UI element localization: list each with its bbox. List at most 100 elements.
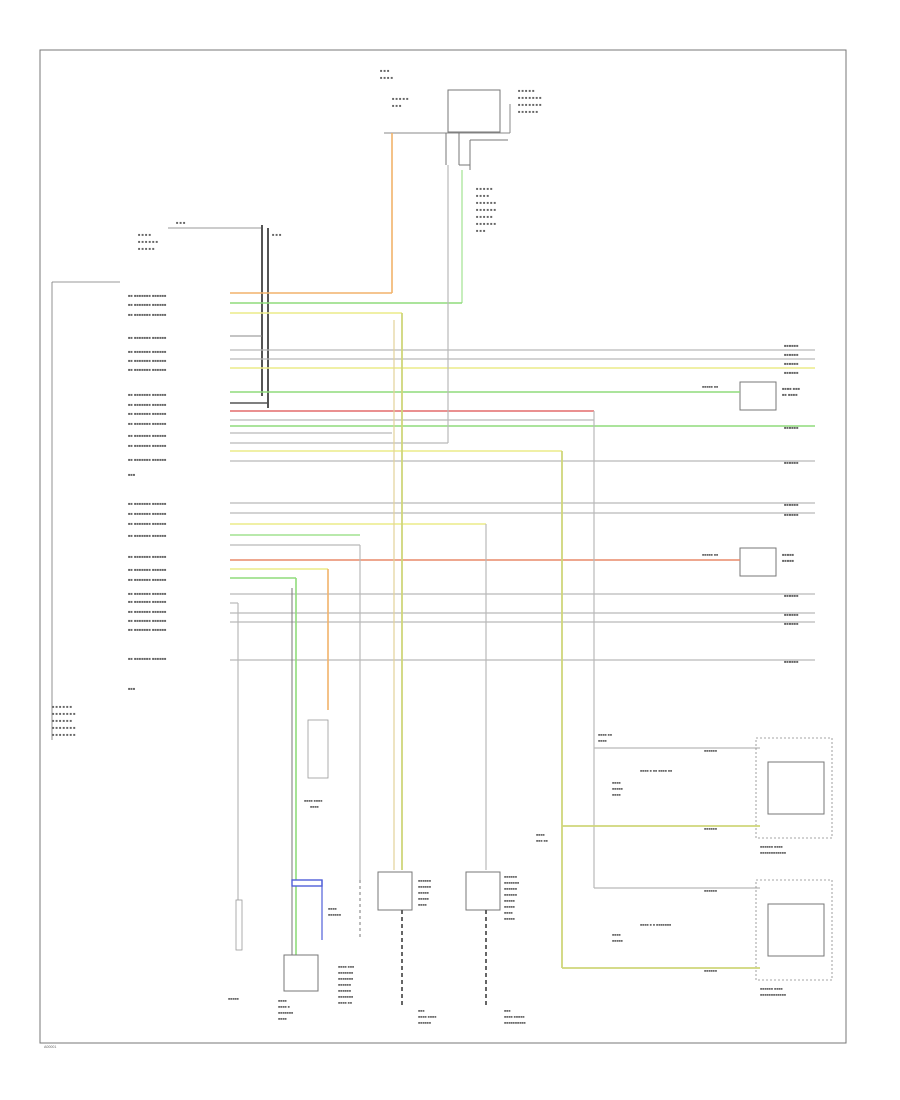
svg-text:■■■■■■: ■■■■■■ [418,885,431,889]
svg-text:■ ■ ■ ■: ■ ■ ■ ■ [476,193,490,198]
svg-text:■■■■ ■■■■: ■■■■ ■■■■ [304,799,322,803]
svg-text:■■■■ ■■■■■: ■■■■ ■■■■■ [504,1015,525,1019]
svg-text:■■■■■■ ■■■■: ■■■■■■ ■■■■ [760,845,783,849]
svg-text:■■ ■■■■■■■ ■■■■■■: ■■ ■■■■■■■ ■■■■■■ [128,609,167,614]
svg-text:■■■■■■: ■■■■■■ [704,889,717,893]
svg-text:■ ■ ■ ■ ■ ■: ■ ■ ■ ■ ■ ■ [138,239,159,244]
svg-text:■ ■ ■ ■: ■ ■ ■ ■ [380,75,394,80]
svg-text:■■■■■■: ■■■■■■ [784,361,799,366]
svg-text:■■ ■■■■■■■ ■■■■■■: ■■ ■■■■■■■ ■■■■■■ [128,618,167,623]
svg-text:■■ ■■■■■■■ ■■■■■■: ■■ ■■■■■■■ ■■■■■■ [128,521,167,526]
svg-text:■■ ■■■■■■■ ■■■■■■: ■■ ■■■■■■■ ■■■■■■ [128,367,167,372]
svg-text:■■■■■■: ■■■■■■ [418,1021,431,1025]
right-assembly-upper: ■■■■ ■■ ■■■■ ■■■■■■ ■■■■ ■ ■■ ■■■■ ■■ ■■… [536,733,833,855]
svg-text:■■■■■: ■■■■■ [612,787,623,791]
svg-text:■■■■■■■■■■: ■■■■■■■■■■ [504,1021,526,1025]
svg-text:■■■■■: ■■■■■ [782,558,795,563]
svg-text:■■■■■■■■■■■■: ■■■■■■■■■■■■ [760,851,786,855]
right-module-1: ■■■■■ ■■ ■■■■ ■■■■■ ■■■■ [700,381,801,411]
svg-text:■■■■■■: ■■■■■■ [784,612,799,617]
svg-text:■■■ ■■: ■■■ ■■ [536,839,548,843]
svg-text:■■■■: ■■■■ [328,907,337,911]
svg-text:■■■■: ■■■■ [598,739,607,743]
svg-text:■■ ■■■■■■■ ■■■■■■: ■■ ■■■■■■■ ■■■■■■ [128,567,167,572]
svg-text:■■ ■■■■■■■ ■■■■■■: ■■ ■■■■■■■ ■■■■■■ [128,577,167,582]
svg-text:■■■■■: ■■■■■ [504,917,515,921]
svg-text:■■■■■■■■■■■■: ■■■■■■■■■■■■ [760,993,786,997]
svg-text:■■■■■■: ■■■■■■ [784,370,799,375]
svg-text:■■■■■ ■■: ■■■■■ ■■ [702,385,718,389]
svg-text:■■ ■■■■■■■ ■■■■■■: ■■ ■■■■■■■ ■■■■■■ [128,411,167,416]
svg-text:■ ■ ■ ■ ■ ■: ■ ■ ■ ■ ■ ■ [52,704,73,709]
svg-text:■■ ■■■■■■■ ■■■■■■: ■■ ■■■■■■■ ■■■■■■ [128,656,167,661]
svg-text:■ ■ ■ ■ ■ ■: ■ ■ ■ ■ ■ ■ [476,207,497,212]
svg-text:■ ■ ■: ■ ■ ■ [380,68,390,73]
bottom-left-connector: ■■■■■ [228,899,243,1001]
svg-text:■■ ■■■■■■■ ■■■■■■: ■■ ■■■■■■■ ■■■■■■ [128,511,167,516]
svg-text:■■■■■■■: ■■■■■■■ [504,881,519,885]
svg-text:■■■■■ ■■: ■■■■■ ■■ [702,553,718,557]
svg-text:■■■: ■■■ [128,686,136,691]
svg-text:■■■■■: ■■■■■ [782,552,795,557]
svg-text:■■■■■■■: ■■■■■■■ [278,1011,293,1015]
svg-text:■■ ■■■■■■■ ■■■■■■: ■■ ■■■■■■■ ■■■■■■ [128,349,167,354]
svg-text:■■■■■■: ■■■■■■ [784,502,799,507]
svg-text:■■■■■■: ■■■■■■ [704,827,717,831]
svg-text:■■■■■■: ■■■■■■ [338,989,351,993]
top-module: ■ ■ ■■ ■ ■ ■ ■ ■ ■ ■ ■■ ■ ■ ■ ■ ■ ■ ■■ ■… [380,68,542,233]
svg-text:■■■: ■■■ [418,1009,425,1013]
svg-text:■■■■■■: ■■■■■■ [338,983,351,987]
svg-text:■■■■: ■■■■ [310,805,319,809]
svg-text:■■ ■■■■■■■ ■■■■■■: ■■ ■■■■■■■ ■■■■■■ [128,335,167,340]
svg-text:■■■■■■: ■■■■■■ [784,425,799,430]
svg-text:■■ ■■■■■■■ ■■■■■■: ■■ ■■■■■■■ ■■■■■■ [128,533,167,538]
svg-text:■■■■■: ■■■■■ [418,897,429,901]
svg-text:■■■■■■■: ■■■■■■■ [338,977,353,981]
svg-text:■■ ■■■■■■■ ■■■■■■: ■■ ■■■■■■■ ■■■■■■ [128,501,167,506]
svg-text:■■ ■■■■■■■ ■■■■■■: ■■ ■■■■■■■ ■■■■■■ [128,599,167,604]
svg-text:■ ■ ■ ■ ■ ■ ■: ■ ■ ■ ■ ■ ■ ■ [518,102,542,107]
svg-text:■■ ■■■■■■■ ■■■■■■: ■■ ■■■■■■■ ■■■■■■ [128,402,167,407]
svg-text:■■■■: ■■■■ [278,1017,287,1021]
svg-text:■■■■: ■■■■ [612,781,621,785]
bottom-center-dashed: ■■■■ ■■■ ■■■■■■■ ■■■■■■■ ■■■■■■ ■■■■■■ ■… [338,880,361,1005]
diagram-frame [39,49,847,1044]
svg-text:■■ ■■■■■■■ ■■■■■■: ■■ ■■■■■■■ ■■■■■■ [128,392,167,397]
svg-text:■■■■■■: ■■■■■■ [328,913,341,917]
svg-text:■■■■: ■■■■ [612,793,621,797]
svg-text:■■ ■■■■■■■ ■■■■■■: ■■ ■■■■■■■ ■■■■■■ [128,433,167,438]
svg-text:■■■■■■■: ■■■■■■■ [338,971,353,975]
svg-text:■■■: ■■■ [128,472,136,477]
svg-text:■■ ■■■■■■■ ■■■■■■: ■■ ■■■■■■■ ■■■■■■ [128,443,167,448]
svg-text:■■■■: ■■■■ [278,999,287,1003]
svg-text:■■■■■■: ■■■■■■ [784,460,799,465]
svg-text:■ ■ ■ ■: ■ ■ ■ ■ [138,232,152,237]
svg-text:■■■■■■: ■■■■■■ [784,659,799,664]
main-module-outline: ■ ■ ■ ■ ■ ■ ■ ■ ■ ■ ■ ■ ■ ■ ■ ■ ■ ■ ■ ■ ■… [51,232,159,740]
svg-text:■■■■: ■■■■ [612,933,621,937]
svg-text:■ ■ ■ ■ ■ ■: ■ ■ ■ ■ ■ ■ [476,200,497,205]
svg-text:■■■■■■: ■■■■■■ [784,512,799,517]
svg-text:■■■■■: ■■■■■ [418,891,429,895]
vertical-wires [237,133,595,968]
svg-text:■■ ■■■■■■■ ■■■■■■: ■■ ■■■■■■■ ■■■■■■ [128,421,167,426]
svg-text:■■■■■■: ■■■■■■ [418,879,431,883]
svg-text:■■■■■■ ■■■■: ■■■■■■ ■■■■ [760,987,783,991]
svg-text:■■■■■■: ■■■■■■ [784,621,799,626]
svg-text:■■■■■■■: ■■■■■■■ [338,995,353,999]
svg-text:■■ ■■■■■■■ ■■■■■■: ■■ ■■■■■■■ ■■■■■■ [128,457,167,462]
svg-text:■ ■ ■ ■ ■ ■: ■ ■ ■ ■ ■ ■ [476,221,497,226]
svg-text:■■■■: ■■■■ [536,833,545,837]
svg-text:■■ ■■■■■■■ ■■■■■■: ■■ ■■■■■■■ ■■■■■■ [128,591,167,596]
svg-text:■■■■■■: ■■■■■■ [784,343,799,348]
svg-text:■■ ■■■■■■■ ■■■■■■: ■■ ■■■■■■■ ■■■■■■ [128,358,167,363]
svg-text:■ ■ ■ ■ ■ ■ ■: ■ ■ ■ ■ ■ ■ ■ [52,732,76,737]
bottom-sensor: ■■■■ ■■■■■■ ■■■■ ■■■■ ■ ■■■■■■■ ■■■■ [278,879,341,1021]
svg-text:■■ ■■■■■■■ ■■■■■■: ■■ ■■■■■■■ ■■■■■■ [128,627,167,632]
svg-text:■■■■ ■■■: ■■■■ ■■■ [782,386,801,391]
bottom-center-switch-a: ■■■■■■ ■■■■■■ ■■■■■ ■■■■■ ■■■■ ■■■ ■■■■ … [377,871,436,1025]
svg-text:■■ ■■■■■■■ ■■■■■■: ■■ ■■■■■■■ ■■■■■■ [128,312,167,317]
svg-text:■■■■■: ■■■■■ [228,997,239,1001]
svg-text:■ ■ ■ ■ ■ ■ ■: ■ ■ ■ ■ ■ ■ ■ [518,95,542,100]
svg-text:■■■■■■: ■■■■■■ [504,875,517,879]
